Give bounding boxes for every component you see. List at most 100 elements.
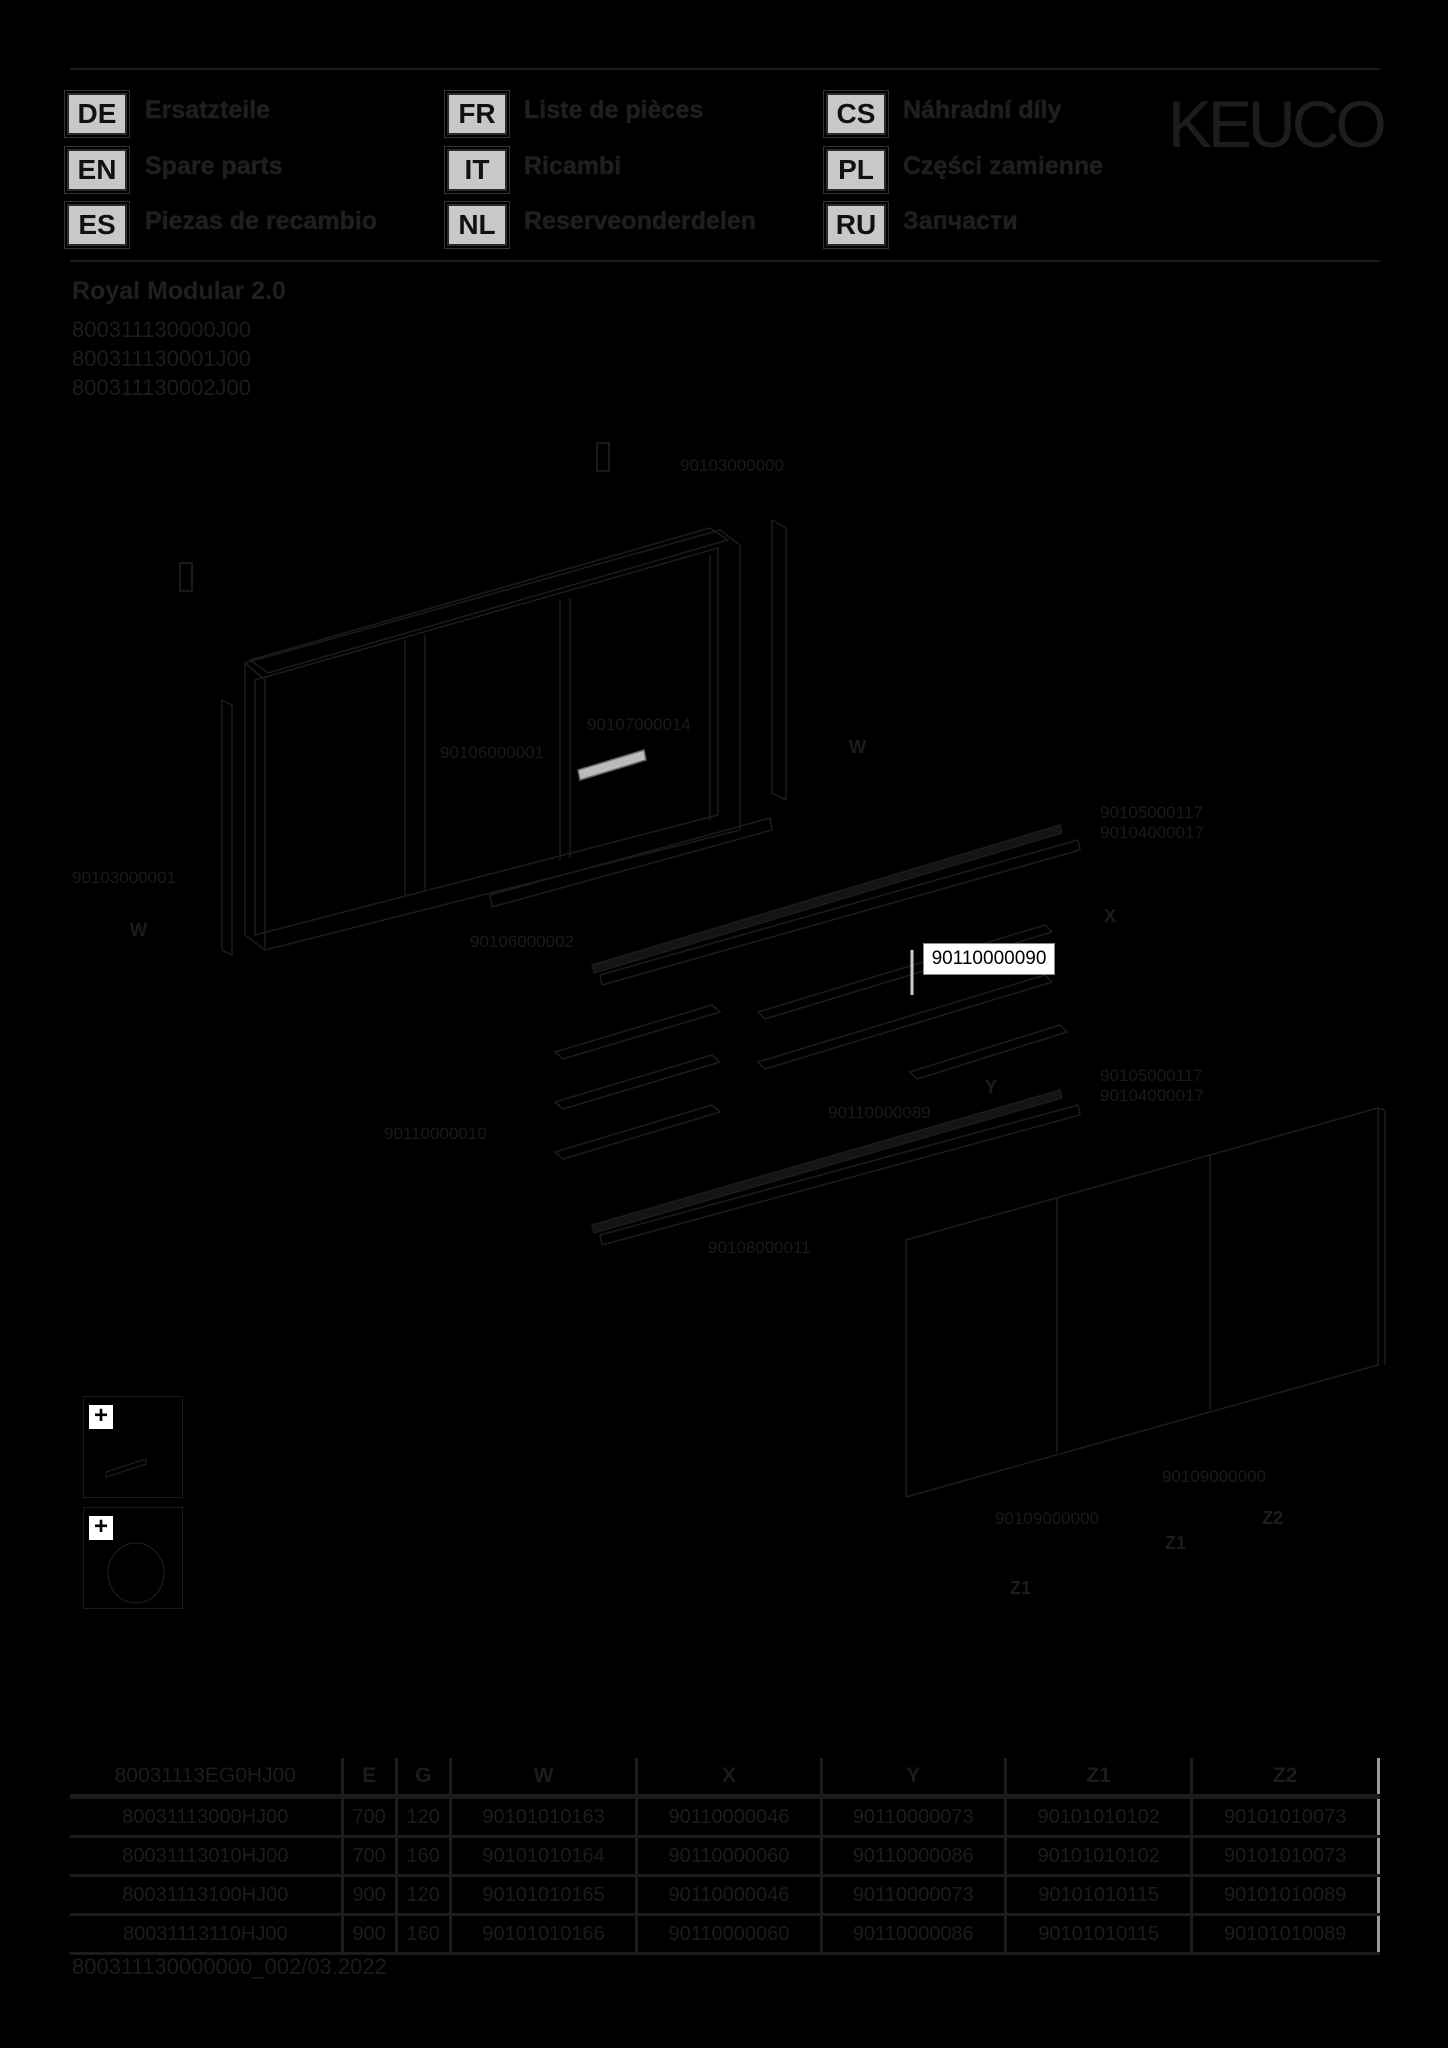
table-cell: 90101010073 bbox=[1190, 1835, 1380, 1877]
lang-code-pl: PL bbox=[826, 149, 886, 191]
highlighted-part-label[interactable]: 90110000090 bbox=[923, 943, 1055, 975]
table-header: W bbox=[448, 1758, 639, 1799]
table-row: 80031113010HJ00 700 160 90101010164 9011… bbox=[70, 1835, 1380, 1877]
table-cell: 90101010073 bbox=[1190, 1795, 1380, 1838]
plus-icon: + bbox=[89, 1404, 113, 1429]
table-cell: 90101010115 bbox=[1003, 1913, 1194, 1955]
table-cell: 90101010102 bbox=[1003, 1835, 1194, 1877]
parts-table: 80031113EG0HJ00 E G W X Y Z1 Z2 80031113… bbox=[70, 1758, 1380, 1955]
part-label: 90109000000 bbox=[995, 1509, 1100, 1528]
part-label: 90104000017 bbox=[1100, 1086, 1205, 1105]
table-cell: 900 bbox=[340, 1913, 398, 1955]
article-number: 800311130002J00 bbox=[72, 375, 252, 400]
lang-code-es: ES bbox=[67, 204, 127, 246]
variable-w-right: W bbox=[849, 737, 866, 757]
plus-icon: + bbox=[89, 1515, 113, 1540]
table-header: 80031113EG0HJ00 bbox=[70, 1758, 344, 1799]
lang-code-fr: FR bbox=[447, 93, 507, 135]
table-cell: 160 bbox=[394, 1835, 452, 1877]
table-cell: 900 bbox=[340, 1874, 398, 1916]
lang-code-de: DE bbox=[67, 93, 127, 135]
part-label: 90103000001 bbox=[72, 868, 177, 887]
part-label: 90105000117 bbox=[1100, 803, 1203, 822]
table-cell: 90110000086 bbox=[819, 1835, 1007, 1877]
variable-w-left: W bbox=[130, 920, 147, 940]
lang-label-pl: Części zamienne bbox=[903, 152, 1104, 180]
part-label: 90106000001 bbox=[440, 743, 545, 762]
table-cell: 90101010164 bbox=[448, 1835, 639, 1877]
document-id: 800311130000000_002/03.2022 bbox=[72, 1954, 387, 1979]
variable-y: Y bbox=[985, 1077, 998, 1097]
table-header: G bbox=[394, 1758, 452, 1799]
led-bar-icon bbox=[105, 1458, 147, 1478]
lang-label-en: Spare parts bbox=[145, 152, 283, 180]
lang-label-es: Piezas de recambio bbox=[145, 207, 378, 235]
accessory-box-mirror: + bbox=[83, 1507, 183, 1609]
table-cell: 80031113000HJ00 bbox=[70, 1795, 344, 1838]
part-label: 90110000010 bbox=[384, 1124, 487, 1143]
table-header: Y bbox=[819, 1758, 1007, 1799]
table-cell: 80031113100HJ00 bbox=[70, 1874, 344, 1916]
table-cell: 90110000060 bbox=[635, 1913, 823, 1955]
lang-code-it: IT bbox=[447, 149, 507, 191]
lang-code-nl: NL bbox=[447, 204, 507, 246]
product-title: Royal Modular 2.0 bbox=[72, 277, 286, 305]
table-cell: 700 bbox=[340, 1835, 398, 1877]
table-cell: 90101010165 bbox=[448, 1874, 639, 1916]
article-number: 800311130001J00 bbox=[72, 346, 252, 371]
part-label: 90108000011 bbox=[708, 1238, 811, 1257]
table-cell: 90110000073 bbox=[819, 1874, 1007, 1916]
table-cell: 90110000073 bbox=[819, 1795, 1007, 1838]
table-cell: 90110000086 bbox=[819, 1913, 1007, 1955]
lang-label-fr: Liste de pièces bbox=[524, 96, 704, 124]
table-cell: 120 bbox=[394, 1795, 452, 1838]
table-header: E bbox=[340, 1758, 398, 1799]
article-number: 800311130000J00 bbox=[72, 317, 252, 342]
lang-label-cs: Náhradní díly bbox=[903, 96, 1062, 124]
table-cell: 160 bbox=[394, 1913, 452, 1955]
part-label: 90105000117 bbox=[1100, 1066, 1203, 1085]
table-cell: 90110000060 bbox=[635, 1835, 823, 1877]
lang-code-ru: RU bbox=[826, 204, 886, 246]
accessory-box-led-bar: + bbox=[83, 1396, 183, 1498]
table-cell: 120 bbox=[394, 1874, 452, 1916]
table-cell: 80031113110HJ00 bbox=[70, 1913, 344, 1955]
variable-z2: Z2 bbox=[1262, 1508, 1284, 1528]
table-header: Z1 bbox=[1003, 1758, 1194, 1799]
table-row: 80031113100HJ00 900 120 90101010165 9011… bbox=[70, 1874, 1380, 1916]
lang-label-ru: Запчасти bbox=[903, 207, 1018, 235]
table-cell: 90110000046 bbox=[635, 1874, 823, 1916]
table-cell: 700 bbox=[340, 1795, 398, 1838]
top-divider bbox=[70, 68, 1380, 70]
table-cell: 90110000046 bbox=[635, 1795, 823, 1838]
round-mirror-icon bbox=[107, 1542, 165, 1604]
table-cell: 90101010089 bbox=[1190, 1874, 1380, 1916]
brand-logo: KEUCO bbox=[1168, 87, 1387, 161]
part-label: 90107000014 bbox=[587, 715, 692, 734]
table-cell: 90101010089 bbox=[1190, 1913, 1380, 1955]
lang-code-cs: CS bbox=[826, 93, 886, 135]
lang-label-nl: Reserveonderdelen bbox=[524, 207, 757, 235]
variable-x: X bbox=[1104, 906, 1117, 926]
table-cell: 90101010163 bbox=[448, 1795, 639, 1838]
lang-label-de: Ersatzteile bbox=[145, 96, 271, 124]
part-label: 90110000089 bbox=[828, 1103, 931, 1122]
table-cell: 90101010115 bbox=[1003, 1874, 1194, 1916]
part-label: 90104000017 bbox=[1100, 823, 1205, 842]
table-row: 80031113110HJ00 900 160 90101010166 9011… bbox=[70, 1913, 1380, 1955]
table-header-row: 80031113EG0HJ00 E G W X Y Z1 Z2 bbox=[70, 1758, 1380, 1799]
variable-z1: Z1 bbox=[1165, 1533, 1187, 1553]
lang-label-it: Ricambi bbox=[524, 152, 622, 180]
table-header: Z2 bbox=[1190, 1758, 1380, 1799]
table-header: X bbox=[635, 1758, 823, 1799]
header-divider bbox=[70, 260, 1380, 262]
table-cell: 80031113010HJ00 bbox=[70, 1835, 344, 1877]
table-row: 80031113000HJ00 700 120 90101010163 9011… bbox=[70, 1795, 1380, 1838]
part-label: 90103000000 bbox=[680, 456, 785, 475]
part-label: 90106000002 bbox=[470, 932, 575, 951]
part-label: 90109000000 bbox=[1162, 1467, 1267, 1486]
variable-z1: Z1 bbox=[1010, 1578, 1032, 1598]
table-cell: 90101010102 bbox=[1003, 1795, 1194, 1838]
lang-code-en: EN bbox=[67, 149, 127, 191]
